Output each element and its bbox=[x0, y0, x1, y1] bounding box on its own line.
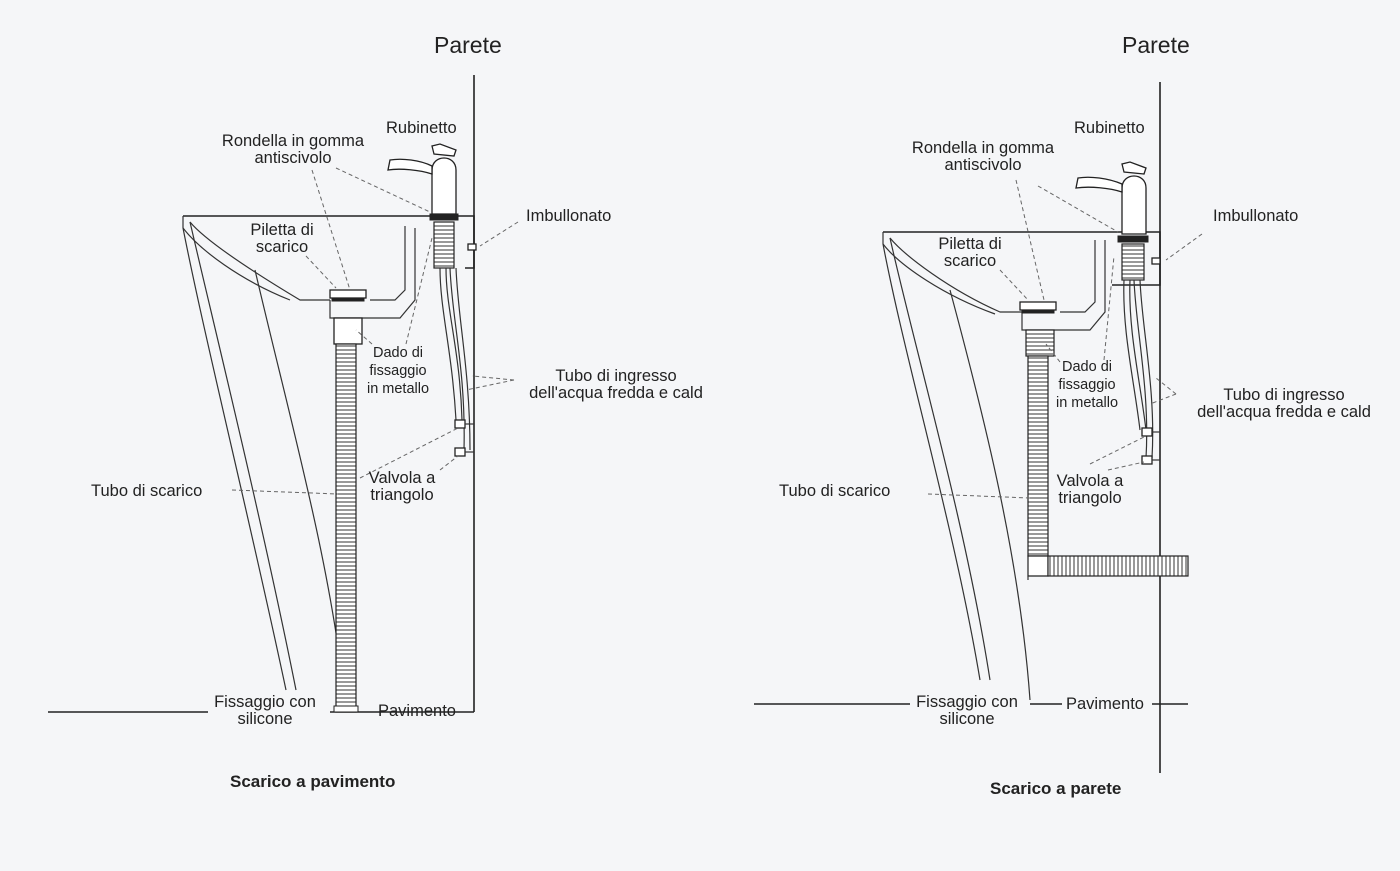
left-faucet bbox=[387, 143, 459, 269]
right-silicone-line1: Fissaggio con bbox=[916, 693, 1018, 711]
right-silicone-label: Fissaggio con silicone bbox=[904, 694, 1030, 728]
left-valve-line1: Valvola a bbox=[368, 469, 436, 487]
right-inlet-hoses bbox=[1123, 279, 1154, 459]
left-washer-label: Rondella in gomma antiscivolo bbox=[202, 133, 384, 167]
left-inlet-line1: Tubo di ingresso bbox=[555, 367, 677, 385]
left-drain-label: Piletta di scarico bbox=[236, 222, 328, 256]
right-washer-line1: Rondella in gomma bbox=[911, 139, 1055, 157]
right-nut-line3: in metallo bbox=[1055, 395, 1119, 411]
left-drain-line1: Piletta di bbox=[250, 221, 314, 239]
left-drain-line2: scarico bbox=[255, 238, 309, 256]
left-leaders bbox=[231, 167, 519, 495]
left-pipe-label: Tubo di scarico bbox=[91, 482, 203, 500]
right-valve-line2: triangolo bbox=[1058, 489, 1122, 507]
right-drain-label: Piletta di scarico bbox=[924, 236, 1016, 270]
right-inlet-label: Tubo di ingresso dell'acqua fredda e cal… bbox=[1178, 387, 1390, 421]
right-faucet-label: Rubinetto bbox=[1074, 119, 1145, 137]
right-inlet-line2: dell'acqua fredda e cald bbox=[1197, 403, 1371, 421]
left-nut-line2: fissaggio bbox=[369, 363, 427, 379]
right-bolted-label: Imbullonato bbox=[1213, 207, 1299, 225]
left-silicone-line2: silicone bbox=[237, 710, 293, 728]
left-caption: Scarico a pavimento bbox=[230, 772, 396, 791]
left-silicone-label: Fissaggio con silicone bbox=[202, 694, 328, 728]
left-inlet-label: Tubo di ingresso dell'acqua fredda e cal… bbox=[512, 368, 720, 402]
left-wall-label: Parete bbox=[434, 32, 502, 58]
right-nut-line1: Dado di bbox=[1062, 359, 1112, 375]
left-valve-line2: triangolo bbox=[370, 486, 434, 504]
left-faucet-label: Rubinetto bbox=[386, 119, 457, 137]
right-drain-line2: scarico bbox=[943, 252, 997, 270]
left-basin bbox=[182, 215, 475, 701]
right-wall-label: Parete bbox=[1122, 32, 1190, 58]
right-nut-label: Dado di fissaggio in metallo bbox=[1048, 358, 1126, 412]
left-floor-label: Pavimento bbox=[378, 702, 456, 720]
right-leaders bbox=[927, 179, 1203, 499]
left-bolted-label: Imbullonato bbox=[526, 207, 612, 225]
left-washer-line2: antiscivolo bbox=[254, 149, 332, 167]
left-silicone-line1: Fissaggio con bbox=[214, 693, 316, 711]
left-inlet-line2: dell'acqua fredda e cald bbox=[529, 384, 703, 402]
left-triangle-valves bbox=[454, 419, 474, 457]
right-washer-label: Rondella in gomma antiscivolo bbox=[892, 140, 1074, 174]
right-inlet-line1: Tubo di ingresso bbox=[1223, 386, 1345, 404]
right-valve-line1: Valvola a bbox=[1056, 472, 1124, 490]
right-valve-label: Valvola a triangolo bbox=[1044, 473, 1136, 507]
left-nut-line1: Dado di bbox=[373, 345, 423, 361]
right-triangle-valves bbox=[1141, 427, 1160, 465]
right-drain-line1: Piletta di bbox=[938, 235, 1002, 253]
right-pipe-label: Tubo di scarico bbox=[779, 482, 891, 500]
left-nut-label: Dado di fissaggio in metallo bbox=[360, 344, 436, 398]
right-floor-label: Pavimento bbox=[1066, 695, 1144, 713]
right-nut-line2: fissaggio bbox=[1058, 377, 1116, 393]
left-nut-line3: in metallo bbox=[366, 381, 430, 397]
right-diagram bbox=[754, 82, 1203, 773]
left-bolt bbox=[467, 243, 477, 251]
right-basin bbox=[882, 231, 1161, 701]
right-bolt bbox=[1151, 257, 1161, 265]
right-faucet bbox=[1075, 161, 1149, 281]
left-diagram bbox=[48, 75, 519, 713]
right-caption: Scarico a parete bbox=[990, 779, 1122, 798]
left-drain bbox=[329, 289, 367, 713]
left-washer-line1: Rondella in gomma bbox=[221, 132, 365, 150]
left-valve-label: Valvola a triangolo bbox=[356, 470, 448, 504]
right-silicone-line2: silicone bbox=[939, 710, 995, 728]
right-drain bbox=[1019, 301, 1189, 580]
right-washer-line2: antiscivolo bbox=[944, 156, 1022, 174]
